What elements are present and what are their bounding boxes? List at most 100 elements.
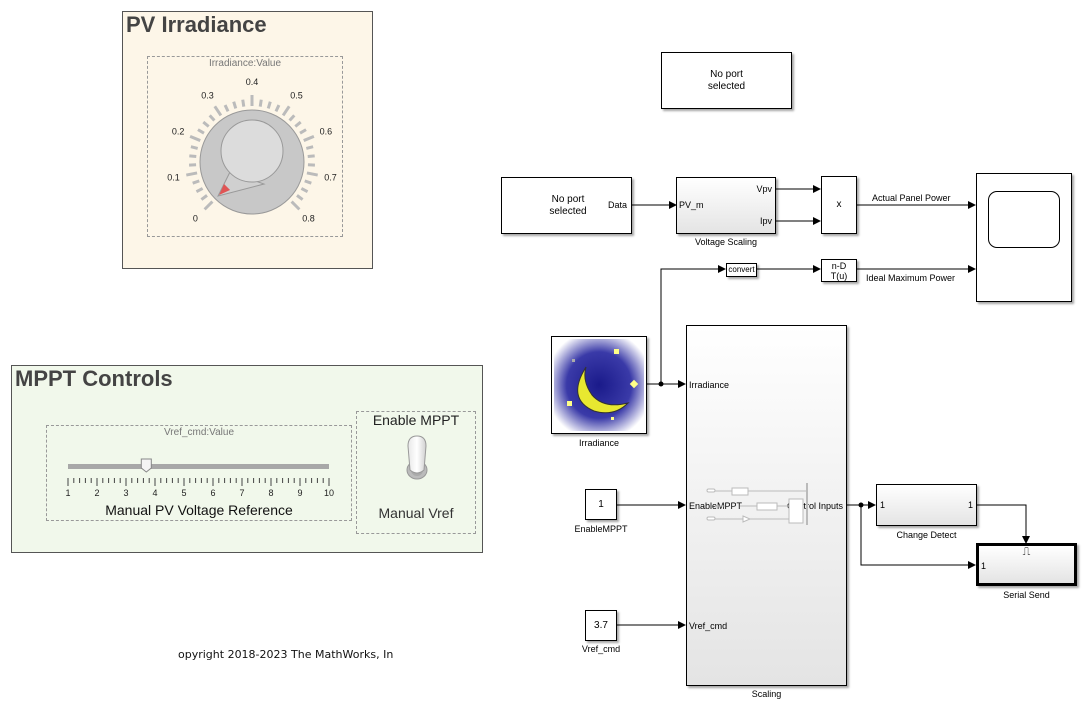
slider-tick-label: 6 <box>210 488 215 498</box>
port-out-label: Ipv <box>759 216 772 226</box>
knob-tick <box>195 187 204 194</box>
slider-tick-label: 2 <box>94 488 99 498</box>
knob-tick <box>190 145 199 150</box>
knob-tick <box>294 120 302 128</box>
display-line1: No port <box>710 69 743 80</box>
knob-tick-label: 0.6 <box>320 126 333 136</box>
wire-to-serial-data[interactable] <box>860 505 976 569</box>
block-name: Voltage Scaling <box>694 237 758 247</box>
knob-tick <box>232 101 238 109</box>
knob-tick <box>200 194 208 201</box>
lookup-table-block[interactable]: n-D T(u) <box>821 259 857 282</box>
voltage-scaling-block[interactable]: PV_m Vpv Ipv <box>676 177 776 234</box>
irradiance-source-block[interactable] <box>551 336 647 434</box>
display-line2: selected <box>707 81 746 92</box>
panel-title: PV Irradiance <box>126 12 267 37</box>
enable-mppt-constant-block[interactable]: 1 <box>585 489 617 520</box>
constant-value: 3.7 <box>594 620 608 631</box>
block-name: Serial Send <box>1003 590 1050 600</box>
port-out-label: Control Inputs <box>786 501 843 511</box>
copyright-text: opyright 2018-2023 The MathWorks, In <box>178 648 394 661</box>
knob-frame: Irradiance:Value <box>147 56 343 237</box>
slider-caption: Vref_cmd:Value <box>163 427 235 438</box>
knob-tick <box>197 128 205 135</box>
toggle-bottom-label: Manual Vref <box>378 505 454 521</box>
slider-thumb[interactable] <box>140 458 152 473</box>
knob-cap[interactable] <box>220 119 284 183</box>
branch-point <box>658 381 664 387</box>
lookup-line1: n-D <box>831 261 847 271</box>
serial-send-block[interactable]: ⎍ 1 <box>976 543 1077 586</box>
port-out-label: 1 <box>967 500 973 510</box>
scope-block[interactable] <box>976 173 1072 302</box>
knob-tick <box>189 154 197 159</box>
toggle-top-label: Enable MPPT <box>372 412 460 428</box>
knob-tick <box>202 120 210 128</box>
slider-label: Manual PV Voltage Reference <box>105 502 293 518</box>
slider-tick-label: 3 <box>123 488 128 498</box>
change-detect-block[interactable]: 1 1 <box>876 484 977 526</box>
trigger-icon: ⎍ <box>1022 546 1031 558</box>
wire-trigger[interactable] <box>977 504 1030 544</box>
port-out-label: Data <box>607 200 627 210</box>
knob-caption: Irradiance:Value <box>208 58 282 69</box>
port-in-label: Irradiance <box>689 380 730 390</box>
signal-label: Ideal Maximum Power <box>866 273 956 283</box>
knob-tick <box>299 128 307 135</box>
irradiance-knob[interactable]: 00.10.20.30.40.50.60.70.8 <box>147 56 343 237</box>
knob-tick <box>306 171 319 177</box>
knob-tick <box>290 200 301 211</box>
display-line1: No port <box>551 194 585 205</box>
product-block[interactable]: x <box>821 176 857 234</box>
toggle-frame: Enable MPPT Manual Vref <box>356 411 476 534</box>
knob-tick <box>189 134 201 142</box>
lookup-line2: T(u) <box>830 271 848 281</box>
knob-tick-label: 0.3 <box>201 90 214 100</box>
enable-mppt-toggle-switch[interactable] <box>402 434 432 480</box>
display-line2: selected <box>549 206 587 217</box>
data-source-block[interactable]: No port selected Data <box>501 177 632 234</box>
knob-tick <box>258 99 263 107</box>
knob-tick-label: 0.4 <box>246 77 259 87</box>
block-name: Vref_cmd <box>581 644 621 654</box>
knob-tick <box>266 101 272 109</box>
scope-screen-icon <box>988 191 1060 248</box>
knob-tick <box>192 179 200 185</box>
slider-tick-label: 10 <box>324 488 334 498</box>
slider-tick-label: 7 <box>239 488 244 498</box>
wire-irradiance-branch[interactable] <box>660 265 726 384</box>
knob-tick <box>274 104 281 113</box>
convert-block[interactable]: convert <box>726 263 757 277</box>
vref-cmd-constant-block[interactable]: 3.7 <box>585 610 617 641</box>
subsystem-preview-icon <box>706 483 808 525</box>
port-in-label: 1 <box>981 561 987 571</box>
slider-track[interactable] <box>68 464 329 469</box>
block-name: Scaling <box>751 689 782 699</box>
knob-tick <box>185 171 198 177</box>
moon-icon <box>554 339 644 431</box>
scaling-subsystem-block[interactable]: Irradiance EnableMPPT Vref_cmd Control I… <box>686 325 847 686</box>
block-name: EnableMPPT <box>574 524 628 534</box>
knob-tick <box>288 114 296 122</box>
knob-tick <box>213 105 223 117</box>
knob-indicator <box>219 183 231 195</box>
block-name: Irradiance <box>578 438 620 448</box>
knob-tick <box>296 194 304 201</box>
slider-tick-label: 8 <box>268 488 273 498</box>
knob-tick <box>223 104 230 113</box>
constant-value: 1 <box>598 499 604 510</box>
block-name: Change Detect <box>896 530 957 540</box>
port-in-label: Vref_cmd <box>689 621 728 631</box>
panel-title: MPPT Controls <box>15 366 173 391</box>
slider-tick-label: 1 <box>65 488 70 498</box>
display-block-top[interactable]: No port selected <box>661 52 792 109</box>
port-out-label: Vpv <box>756 184 772 194</box>
port-in-label: 1 <box>880 500 886 510</box>
knob-tick <box>208 114 216 122</box>
knob-tick <box>307 154 315 159</box>
